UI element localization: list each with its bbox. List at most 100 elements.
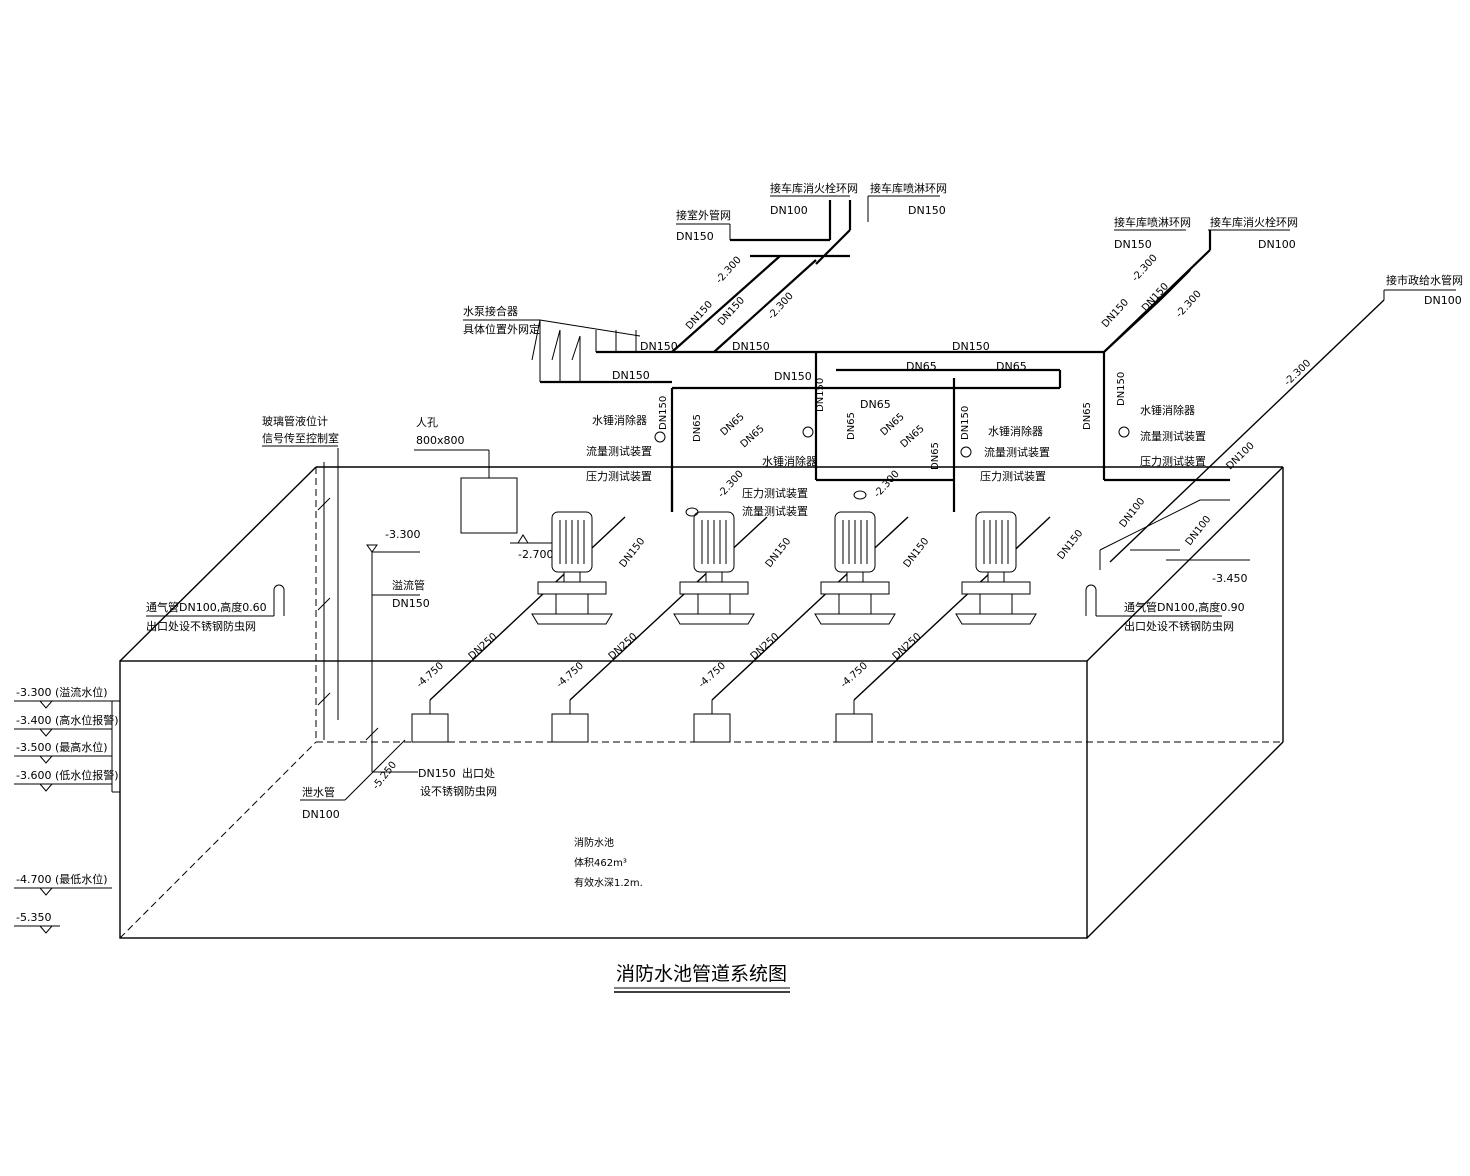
manhole-size: 800x800 bbox=[416, 434, 465, 447]
vent-right-net: 出口处设不锈钢防虫网 bbox=[1124, 619, 1234, 633]
elev-top-3: -2.300 bbox=[1130, 253, 1160, 284]
vent-pipe-right: 通气管DN100,高度0.90 出口处设不锈钢防虫网 bbox=[1085, 584, 1245, 633]
pump-adapter-label: 水泵接合器 bbox=[463, 304, 518, 318]
conn-garage-hydrant-2-dn: DN100 bbox=[1258, 238, 1296, 251]
dn-riser-2: DN150 bbox=[815, 378, 826, 412]
outlet-net: 设不锈钢防虫网 bbox=[420, 784, 497, 798]
dn-main-4: DN150 bbox=[952, 340, 990, 353]
flow-test-2: 流量测试装置 bbox=[742, 504, 808, 518]
vent-pipe-left: 通气管DN100,高度0.60 出口处设不锈钢防虫网 bbox=[146, 584, 285, 633]
dn-diag-6: DN65 bbox=[899, 423, 927, 450]
conn-indoor-outer: 接室外管网 bbox=[676, 208, 731, 222]
suction-3-dn: DN250 bbox=[749, 631, 782, 662]
pump-2-dn: DN150 bbox=[764, 536, 794, 570]
dn-65-c: DN65 bbox=[860, 398, 891, 411]
flow-test-1: 流量测试装置 bbox=[586, 444, 652, 458]
water-hammer-3: 水锤消除器 bbox=[988, 424, 1043, 438]
water-hammer-4: 水锤消除器 bbox=[1140, 403, 1195, 417]
outlet-dn: DN150 bbox=[418, 767, 456, 780]
pump-1-dn: DN150 bbox=[618, 536, 648, 570]
flow-test-4: 流量测试装置 bbox=[1140, 429, 1206, 443]
suction-3-elev: -4.750 bbox=[697, 660, 728, 690]
dn-riser-1: DN150 bbox=[658, 396, 669, 430]
outlet-label: 出口处 bbox=[462, 766, 495, 780]
overflow-elev: -3.300 bbox=[385, 528, 420, 541]
equipment-labels: 水锤消除器 流量测试装置 压力测试装置 水锤消除器 压力测试装置 流量测试装置 … bbox=[586, 403, 1206, 518]
suction-4-dn: DN250 bbox=[891, 631, 924, 662]
supply-dn100-b: DN100 bbox=[1184, 514, 1214, 548]
diagram-title: 消防水池管道系统图 bbox=[614, 963, 790, 993]
overflow-label: 溢流管 bbox=[392, 578, 425, 592]
manhole-elev: -2.700 bbox=[518, 548, 553, 561]
water-hammer-2: 水锤消除器 bbox=[762, 454, 817, 468]
dn-diag-5: DN65 bbox=[879, 411, 907, 438]
water-hammer-1: 水锤消除器 bbox=[592, 413, 647, 427]
flow-test-3: 流量测试装置 bbox=[984, 445, 1050, 459]
pool-name: 消防水池 bbox=[574, 836, 614, 849]
dn-diag-8: DN150 bbox=[1140, 281, 1171, 314]
level-lowest: -4.700 (最低水位) bbox=[16, 872, 108, 886]
dn-riser-3b: DN65 bbox=[930, 442, 941, 470]
dn-main-2: DN150 bbox=[732, 340, 770, 353]
pump-1 bbox=[531, 511, 613, 625]
dn-main-1: DN150 bbox=[640, 340, 678, 353]
pressure-test-3: 压力测试装置 bbox=[980, 470, 1046, 483]
suction-2-elev: -4.750 bbox=[555, 660, 586, 690]
drain-label: 泄水管 bbox=[302, 785, 335, 799]
level-high-alarm: -3.400 (高水位报警) bbox=[16, 713, 119, 727]
level-low-alarm: -3.600 (低水位报警) bbox=[16, 768, 119, 782]
supply-elev: -3.450 bbox=[1212, 572, 1247, 585]
suction-2-dn: DN250 bbox=[607, 631, 640, 662]
glass-gauge-label: 玻璃管液位计 bbox=[262, 414, 328, 428]
elev-mid-2: -2.300 bbox=[872, 469, 902, 500]
overflow-pipe: -3.300 溢流管 DN150 DN150 出口处 设不锈钢防虫网 bbox=[365, 528, 497, 798]
dn-riser-4b: DN150 bbox=[1116, 372, 1127, 406]
level-highest: -3.500 (最高水位) bbox=[16, 740, 108, 754]
dn-riser-4: DN65 bbox=[1082, 402, 1093, 430]
drain-dn: DN100 bbox=[302, 808, 340, 821]
drain-elev: -5.250 bbox=[371, 760, 400, 792]
pump-2 bbox=[673, 511, 755, 625]
adapter-dn150: DN150 bbox=[612, 369, 650, 382]
supply-dn100-a: DN100 bbox=[1118, 496, 1148, 530]
dn-65-a: DN65 bbox=[906, 360, 937, 373]
dn-diag-3: DN65 bbox=[719, 411, 747, 438]
conn-garage-sprinkler: 接车库喷淋环网 bbox=[870, 181, 947, 195]
discharge-risers bbox=[540, 200, 1230, 512]
pool-depth: 有效水深1.2m. bbox=[574, 876, 643, 889]
pool-volume: 体积462m³ bbox=[574, 857, 627, 869]
vent-right-label: 通气管DN100,高度0.90 bbox=[1124, 600, 1245, 614]
glass-gauge-signal: 信号传至控制室 bbox=[262, 431, 339, 445]
pump-4 bbox=[955, 511, 1037, 625]
dn-diag-7: DN150 bbox=[1100, 297, 1131, 330]
vent-left-label: 通气管DN100,高度0.60 bbox=[146, 600, 267, 614]
conn-garage-hydrant-2: 接车库消火栓环网 bbox=[1210, 215, 1298, 229]
level-overflow: -3.300 (溢流水位) bbox=[16, 685, 108, 699]
conn-garage-hydrant: 接车库消火栓环网 bbox=[770, 181, 858, 195]
pool-info: 消防水池 体积462m³ 有效水深1.2m. bbox=[574, 836, 643, 889]
dn-riser-2b: DN65 bbox=[846, 412, 857, 440]
pump-3 bbox=[814, 511, 896, 625]
top-connections: 接室外管网 DN150 接车库消火栓环网 DN100 接车库喷淋环网 DN150… bbox=[676, 181, 1298, 251]
manhole: 人孔 800x800 -2.700 bbox=[414, 416, 555, 561]
municipal-label: 接市政给水管网 bbox=[1386, 273, 1463, 287]
supply-dn150: DN150 bbox=[1056, 528, 1086, 562]
elev-top-2: -2.300 bbox=[766, 291, 796, 322]
pressure-test-1: 压力测试装置 bbox=[586, 470, 652, 483]
conn-garage-sprinkler-2-dn: DN150 bbox=[1114, 238, 1152, 251]
conn-garage-sprinkler-dn: DN150 bbox=[908, 204, 946, 217]
level-bottom: -5.350 bbox=[16, 911, 51, 924]
conn-indoor-outer-dn: DN150 bbox=[676, 230, 714, 243]
conn-garage-sprinkler-2: 接车库喷淋环网 bbox=[1114, 215, 1191, 229]
dn-riser-1b: DN65 bbox=[692, 414, 703, 442]
municipal-dn: DN100 bbox=[1424, 294, 1462, 307]
dn-riser-3: DN150 bbox=[960, 406, 971, 440]
pump-3-dn: DN150 bbox=[902, 536, 932, 570]
suction-1-elev: -4.750 bbox=[415, 660, 446, 690]
drain-pipe: 泄水管 DN100 -5.250 bbox=[300, 739, 406, 821]
suction-1-dn: DN250 bbox=[467, 631, 500, 662]
glass-level-gauge: 玻璃管液位计 信号传至控制室 bbox=[262, 414, 339, 740]
elev-top-4: -2.300 bbox=[1174, 289, 1204, 320]
dn-main-3: DN150 bbox=[774, 370, 812, 383]
